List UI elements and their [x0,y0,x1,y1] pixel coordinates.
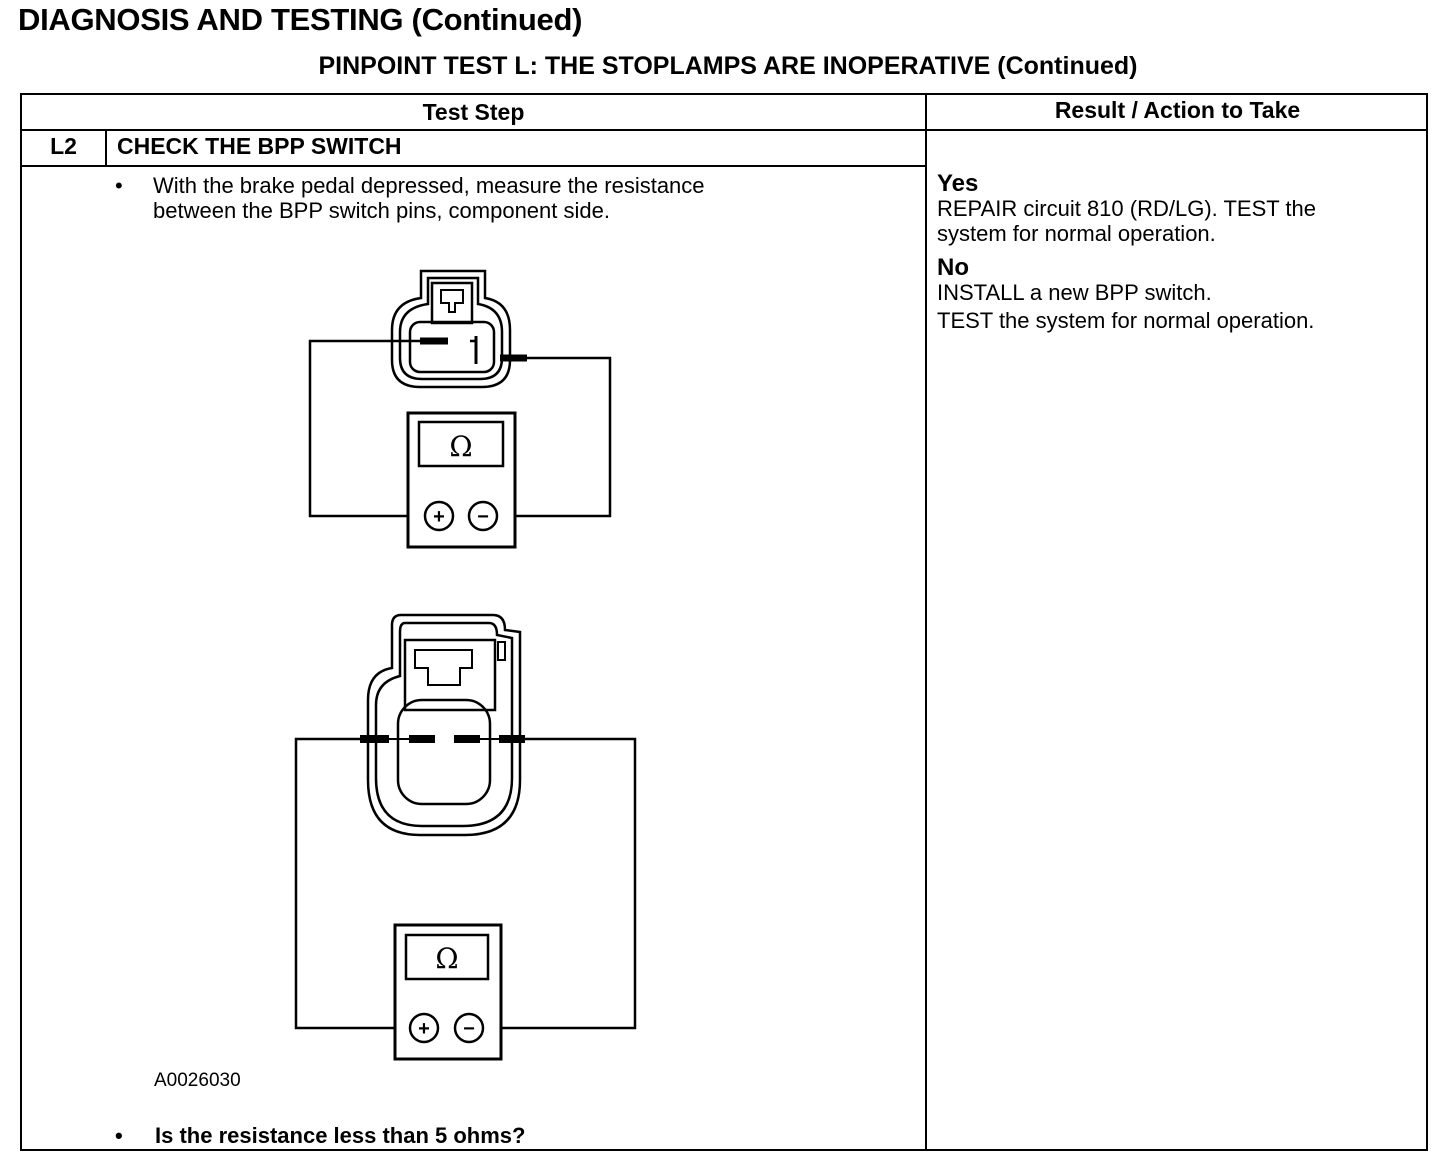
meter-plus-terminal-2 [408,1012,440,1044]
diagram-bottom [294,613,637,1061]
bpp-connector-top [390,269,512,389]
result-no: No INSTALL a new BPP switch. TEST the sy… [937,255,1314,333]
ohm-symbol-bottom: Ω [435,942,458,975]
page-title: DIAGNOSIS AND TESTING (Continued) [18,2,583,37]
pinpoint-test-table: Test Step Result / Action to Take L2 CHE… [20,93,1428,1151]
step-title: CHECK THE BPP SWITCH [117,133,402,159]
diagram-top [308,269,612,549]
meter-minus-terminal-2 [453,1012,485,1044]
header-divider [22,129,1426,131]
result-no-label: No [937,254,969,281]
minus-symbol-bottom: − [463,1018,475,1040]
column-header-result: Result / Action to Take [1054,97,1301,123]
plus-symbol-top: + [433,506,445,528]
result-no-line-2: TEST the system for normal operation. [937,308,1315,333]
ohm-symbol-top: Ω [449,430,472,463]
test-lead-right-2 [486,737,637,1030]
minus-symbol-top: − [477,506,489,528]
figure-id: A0026030 [154,1070,241,1091]
instruction-line-1: With the brake pedal depressed, measure … [153,173,705,198]
bullet-symbol: • [115,1123,123,1148]
plus-symbol-bottom: + [418,1018,430,1040]
meter-plus-terminal [423,500,455,532]
result-no-line-1: INSTALL a new BPP switch. [937,280,1212,305]
result-yes-line-2: system for normal operation. [937,221,1216,246]
test-lead-left [308,339,425,518]
ohmmeter-top [406,411,517,549]
result-yes: Yes REPAIR circuit 810 (RD/LG). TEST the… [937,171,1316,246]
bullet-symbol: • [115,173,123,198]
meter-minus-terminal [467,500,499,532]
step-id: L2 [50,133,77,159]
instruction-line-2: between the BPP switch pins, component s… [153,198,610,223]
step-title-divider [22,165,925,167]
test-lead-left-2 [294,737,410,1030]
column-divider [925,95,927,1149]
result-yes-label: Yes [937,170,979,197]
step-id-divider [105,129,107,165]
table-title: PINPOINT TEST L: THE STOPLAMPS ARE INOPE… [318,52,1138,80]
bpp-connector-bottom [366,613,522,837]
column-header-test-step: Test Step [422,99,525,125]
test-lead-right [497,356,612,518]
question-text: Is the resistance less than 5 ohms? [155,1123,526,1148]
result-yes-line-1: REPAIR circuit 810 (RD/LG). TEST the [937,196,1317,221]
